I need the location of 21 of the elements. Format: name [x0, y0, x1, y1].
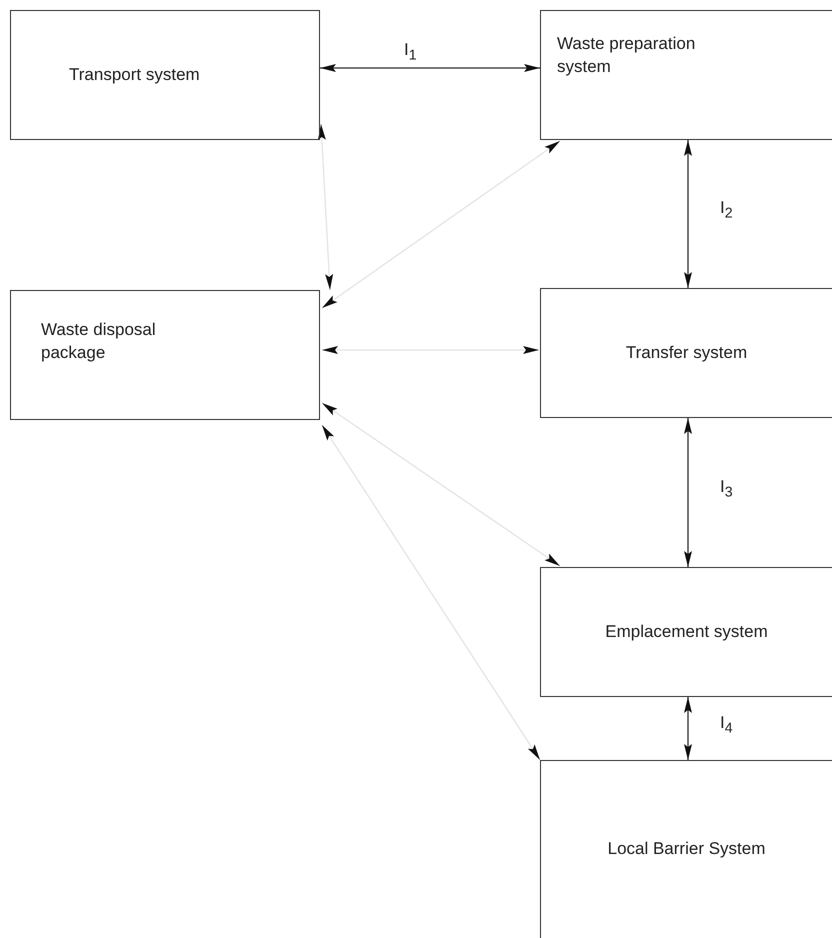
system-box: [10, 290, 320, 420]
double-arrow: [684, 697, 692, 760]
system-box: [540, 10, 832, 140]
double-arrow: [320, 64, 540, 72]
box-label: Waste preparation system: [557, 33, 696, 78]
double-arrow: [321, 424, 541, 760]
box-label: Local Barrier System: [608, 838, 766, 860]
box-label: Waste disposal package: [41, 319, 157, 364]
double-arrow: [684, 140, 692, 288]
double-arrow: [318, 124, 334, 290]
box-label: Transfer system: [626, 342, 748, 364]
system-box: [540, 567, 832, 697]
system-box: [540, 288, 832, 418]
double-arrow: [322, 140, 560, 309]
double-arrow: [322, 402, 560, 567]
box-label: Emplacement system: [605, 620, 768, 643]
system-box: [540, 760, 832, 938]
double-arrow: [322, 346, 539, 354]
double-arrow: [684, 418, 692, 567]
box-label: Transport system: [69, 64, 200, 86]
system-box: [10, 10, 320, 140]
